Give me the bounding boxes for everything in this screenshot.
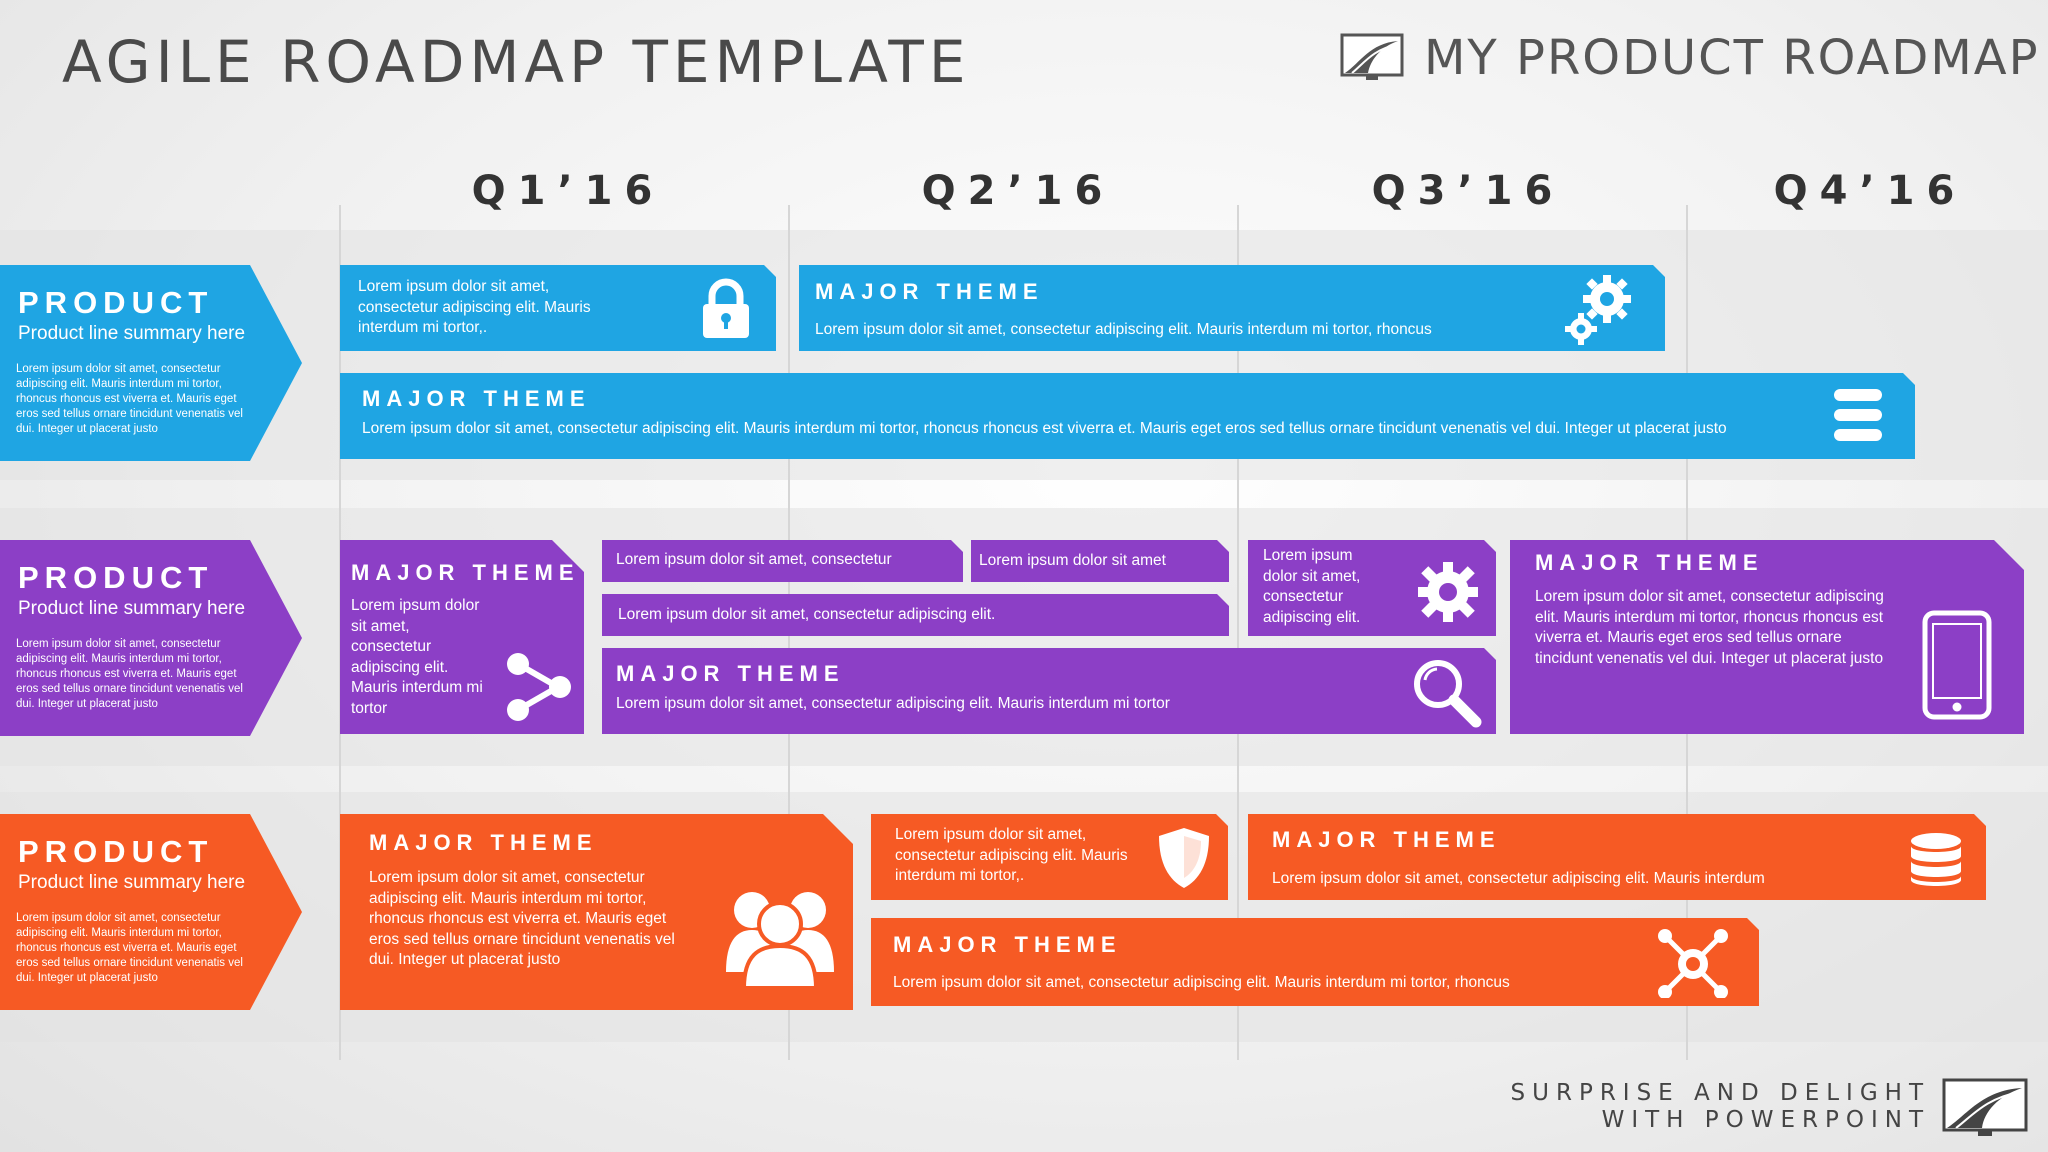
database-icon xyxy=(1911,833,1961,886)
roadmap-item[interactable]: Lorem ipsum dolor sit amet, consectetur … xyxy=(871,814,1228,900)
roadmap-item[interactable]: MAJOR THEME Lorem ipsum dolor sit amet, … xyxy=(1510,540,2024,734)
footer-tagline: SURPRISE AND DELIGHT WITH POWERPOINT xyxy=(1511,1080,1930,1134)
quarter-divider xyxy=(1237,205,1239,1060)
roadmap-item[interactable]: MAJOR THEME Lorem ipsum dolor sit amet, … xyxy=(602,648,1496,734)
item-text: Lorem ipsum dolor sit amet, consectetur … xyxy=(362,420,1727,437)
lock-icon xyxy=(703,278,749,338)
product-summary: Product line summary here xyxy=(18,323,246,344)
item-text: Lorem ipsum dolor sit amet, consectetur … xyxy=(351,597,483,717)
road-logo-icon xyxy=(1340,33,1404,80)
footer-line-2: WITH POWERPOINT xyxy=(1601,1107,1930,1133)
product-label-1: PRODUCT Product line summary here Lorem … xyxy=(0,265,302,461)
item-text: Lorem ipsum dolor sit amet, consectetur … xyxy=(618,606,996,623)
item-title: MAJOR THEME xyxy=(1535,550,1764,575)
item-text: Lorem ipsum dolor sit amet, consectetur … xyxy=(1535,588,1884,667)
item-text: Lorem ipsum dolor sit amet, consectetur … xyxy=(815,321,1432,338)
product-description: Lorem ipsum dolor sit amet, consectetur … xyxy=(16,912,243,984)
product-heading: PRODUCT xyxy=(18,285,214,320)
shield-icon xyxy=(1159,828,1209,888)
item-text: Lorem ipsum dolor sit amet, consectetur … xyxy=(369,869,675,968)
item-text: Lorem ipsum dolor sit amet, consectetur … xyxy=(895,826,1128,884)
brand: MY PRODUCT ROADMAP xyxy=(1340,30,2040,86)
roadmap-item[interactable]: Lorem ipsum dolor sit amet, consectetur … xyxy=(1248,540,1496,636)
page-title: AGILE ROADMAP TEMPLATE xyxy=(62,28,971,96)
item-text: Lorem ipsum dolor sit amet, consectetur … xyxy=(358,278,591,336)
users-icon xyxy=(726,892,834,988)
item-title: MAJOR THEME xyxy=(362,386,591,411)
footer-line-1: SURPRISE AND DELIGHT xyxy=(1510,1080,1930,1106)
brand-text: MY PRODUCT ROADMAP xyxy=(1424,30,2040,86)
quarter-label-q2: Q2’16 xyxy=(921,168,1115,214)
item-title: MAJOR THEME xyxy=(815,279,1044,304)
item-text: Lorem ipsum dolor sit amet, consectetur … xyxy=(1263,547,1361,626)
mobile-icon xyxy=(1922,610,1992,720)
item-text: Lorem ipsum dolor sit amet, consectetur … xyxy=(893,974,1510,991)
roadmap-item[interactable]: Lorem ipsum dolor sit amet xyxy=(971,540,1229,582)
item-title: MAJOR THEME xyxy=(893,932,1122,957)
roadmap-item[interactable]: MAJOR THEME Lorem ipsum dolor sit amet, … xyxy=(871,918,1759,1006)
product-heading: PRODUCT xyxy=(18,834,214,869)
product-label-2: PRODUCT Product line summary here Lorem … xyxy=(0,540,302,736)
search-icon xyxy=(1414,660,1482,728)
quarter-label-q4: Q4’16 xyxy=(1773,168,1967,214)
item-title: MAJOR THEME xyxy=(616,661,845,686)
item-title: MAJOR THEME xyxy=(369,830,598,855)
roadmap-item[interactable]: MAJOR THEME Lorem ipsum dolor sit amet, … xyxy=(1248,814,1986,900)
network-icon xyxy=(1658,929,1728,998)
road-logo-icon xyxy=(1942,1078,2028,1136)
menu-icon xyxy=(1834,389,1882,441)
roadmap-item[interactable]: MAJOR THEME Lorem ipsum dolor sit amet, … xyxy=(340,814,853,1010)
item-title: MAJOR THEME xyxy=(1272,827,1501,852)
product-description: Lorem ipsum dolor sit amet, consectetur … xyxy=(16,638,243,710)
roadmap-item[interactable]: MAJOR THEME Lorem ipsum dolor sit amet, … xyxy=(340,540,584,734)
item-title: MAJOR THEME xyxy=(351,560,580,585)
gears-icon xyxy=(1565,275,1631,345)
share-icon xyxy=(507,653,571,721)
quarter-label-q3: Q3’16 xyxy=(1371,168,1565,214)
roadmap-item[interactable]: MAJOR THEME Lorem ipsum dolor sit amet, … xyxy=(340,373,1915,459)
product-heading: PRODUCT xyxy=(18,560,214,595)
product-description: Lorem ipsum dolor sit amet, consectetur … xyxy=(16,363,243,435)
roadmap-item[interactable]: MAJOR THEME Lorem ipsum dolor sit amet, … xyxy=(799,265,1665,351)
item-text: Lorem ipsum dolor sit amet, consectetur … xyxy=(616,695,1170,712)
product-summary: Product line summary here xyxy=(18,598,246,619)
product-summary: Product line summary here xyxy=(18,872,246,893)
roadmap-item[interactable]: Lorem ipsum dolor sit amet, consectetur … xyxy=(340,265,776,351)
roadmap-item[interactable]: Lorem ipsum dolor sit amet, consectetur … xyxy=(602,594,1229,636)
item-text: Lorem ipsum dolor sit amet, consectetur … xyxy=(1272,870,1765,887)
roadmap-item[interactable]: Lorem ipsum dolor sit amet, consectetur xyxy=(602,540,963,582)
gear-icon xyxy=(1418,562,1478,622)
item-text: Lorem ipsum dolor sit amet, consectetur xyxy=(616,551,892,568)
item-text: Lorem ipsum dolor sit amet xyxy=(979,552,1166,569)
quarter-label-q1: Q1’16 xyxy=(471,168,665,214)
product-label-3: PRODUCT Product line summary here Lorem … xyxy=(0,814,302,1010)
